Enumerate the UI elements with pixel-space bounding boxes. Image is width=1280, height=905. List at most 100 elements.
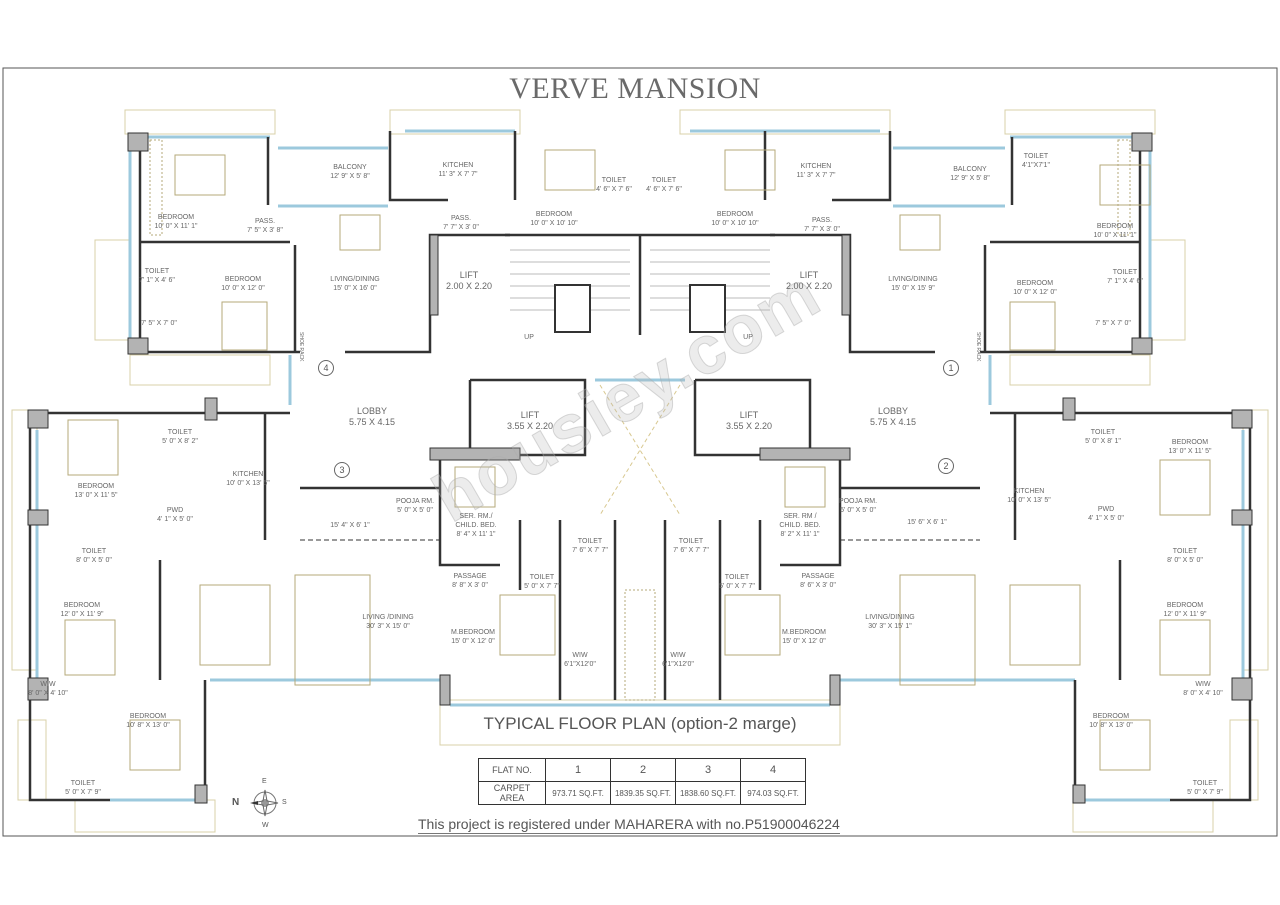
flat-marker-1: 1 xyxy=(943,360,959,376)
compass-s: S xyxy=(282,799,287,806)
compass-e: E xyxy=(262,778,267,785)
room-label: PASS.7' 7" X 3' 0" xyxy=(443,215,479,231)
table-row: FLAT NO. 1 2 3 4 xyxy=(478,758,806,782)
room-label: POOJA RM.5' 0" X 5' 0" xyxy=(395,498,435,514)
flat-marker-3: 3 xyxy=(334,462,350,478)
carpet-area-table: FLAT NO. 1 2 3 4 CARPET AREA 973.71 SQ.F… xyxy=(478,758,806,805)
carpet-area-value: 1839.35 SQ.FT. xyxy=(610,781,676,805)
stair-up-label: UP xyxy=(524,334,534,341)
shaft-cross xyxy=(599,384,681,516)
room-label: POOJA RM.5' 0" X 5' 0" xyxy=(838,498,878,514)
project-title: VERVE MANSION xyxy=(509,72,761,105)
compass-rose-icon xyxy=(250,789,279,817)
compass-w: W xyxy=(262,822,269,829)
carpet-area-value: 974.03 SQ.FT. xyxy=(740,781,806,805)
room-label: 7' 5" X 7' 0" xyxy=(141,320,177,327)
flat-marker-2: 2 xyxy=(938,458,954,474)
plan-title: TYPICAL FLOOR PLAN (option-2 marge) xyxy=(483,714,797,733)
flat-marker-4: 4 xyxy=(318,360,334,376)
table-row-label: CARPET AREA xyxy=(478,781,546,805)
shoe-rack-label: SHOE RACK xyxy=(975,332,981,362)
furniture xyxy=(64,139,1211,771)
room-label: 7' 5" X 7' 0" xyxy=(1095,320,1131,327)
room-label: PASS.7' 5" X 3' 8" xyxy=(247,218,283,234)
shoe-rack-label: SHOE RACK xyxy=(298,332,304,362)
flat-number: 1 xyxy=(545,758,611,782)
flat-number: 4 xyxy=(740,758,806,782)
stair-treads xyxy=(510,249,770,333)
room-label: 15' 4" X 6' 1" xyxy=(330,522,370,529)
flat-number: 2 xyxy=(610,758,676,782)
registration-note: This project is registered under MAHARER… xyxy=(418,816,840,834)
carpet-area-value: 973.71 SQ.FT. xyxy=(545,781,611,805)
room-label: SER. RM./ CHILD. BED.8' 4" X 11' 1" xyxy=(455,513,497,538)
carpet-area-value: 1838.60 SQ.FT. xyxy=(675,781,741,805)
room-label: 15' 6" X 6' 1" xyxy=(907,519,947,526)
columns xyxy=(27,132,1253,804)
walls xyxy=(28,131,1252,802)
room-label: SER. RM / CHILD. BED.8' 2" X 11' 1" xyxy=(779,513,821,538)
drawing-border xyxy=(2,67,1278,837)
table-header-label: FLAT NO. xyxy=(478,758,546,782)
room-label: PASS.7' 7" X 3' 0" xyxy=(804,217,840,233)
compass-n: N xyxy=(232,797,240,808)
table-row: CARPET AREA 973.71 SQ.FT. 1839.35 SQ.FT.… xyxy=(478,781,806,805)
flat-number: 3 xyxy=(675,758,741,782)
stair-up-label: UP xyxy=(743,334,753,341)
